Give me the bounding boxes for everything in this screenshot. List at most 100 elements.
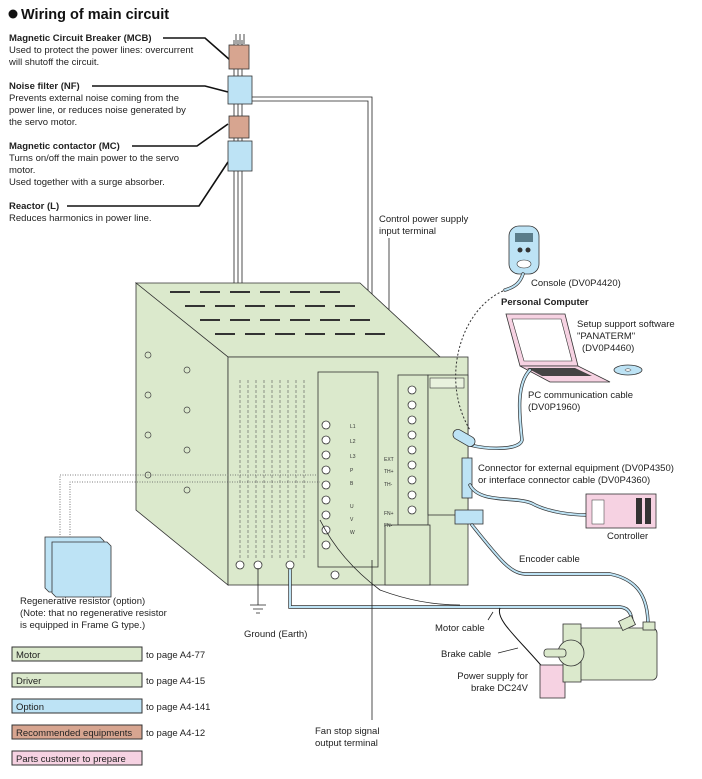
diagram-shape [384, 524, 431, 586]
brake-power-supply [539, 664, 566, 699]
diagram-shape [321, 480, 331, 490]
diagram-shape [170, 291, 385, 335]
diagram-shape [144, 391, 152, 399]
brake-power-label: Power supply for [457, 671, 528, 682]
legend-link[interactable]: to page A4-15 [146, 676, 205, 687]
nf-name: Noise filter (NF) [9, 81, 80, 92]
diagram-shape [618, 614, 636, 632]
diagram-shape [407, 430, 417, 440]
diagram-shape [253, 560, 263, 570]
diagram-shape [321, 495, 331, 505]
diagram-shape [285, 560, 295, 570]
diagram-shape [407, 505, 417, 515]
diagram-shape: Recommended equipments [16, 728, 132, 739]
diagram-shape [144, 351, 191, 494]
diagram-shape [321, 420, 331, 430]
mcb-leader [163, 37, 231, 61]
pc-cable-label: PC communication cable [528, 390, 633, 401]
fan-stop-label: output terminal [315, 738, 378, 749]
diagram-shape: P [350, 468, 354, 474]
nf-description: Noise filter (NF) Prevents external nois… [9, 81, 186, 128]
diagram-shape: Driver [16, 676, 41, 687]
diagram-shape: FN+ [384, 511, 394, 517]
diagram-shape [511, 318, 573, 362]
connector-label: Connector for external equipment (DV0P43… [478, 463, 674, 474]
diagram-shape: EXT [384, 457, 394, 463]
diagram-shape: Option [16, 702, 44, 713]
right-terminal-labels: EXT TH+ TH- FN+ FN- [384, 457, 394, 529]
diagram-shape [239, 380, 305, 560]
nf-leader [92, 85, 229, 93]
mcb-name: Magnetic Circuit Breaker (MCB) [9, 33, 152, 44]
diagram-shape [407, 415, 417, 425]
diagram-shape [503, 272, 525, 292]
diagram-shape [235, 560, 245, 570]
controller [585, 493, 657, 529]
legend-link[interactable]: to page A4-77 [146, 650, 205, 661]
diagram-shape [51, 541, 112, 598]
diagram-shape [525, 247, 531, 253]
diagram-shape [515, 233, 533, 242]
reactor-description: Reactor (L) Reduces harmonics in power l… [9, 201, 152, 224]
console-label: Console (DV0P4420) [531, 278, 621, 289]
motor-cable-label: Motor cable [435, 623, 485, 634]
console-cable-dashed [455, 290, 504, 431]
encoder-cable [471, 524, 649, 626]
driver: L1 L2 L3 P B U V W EXT TH+ TH- FN+ FN- [134, 282, 469, 586]
diagram-shape: TH- [384, 482, 393, 488]
diagram-shape [59, 474, 320, 545]
regen-label: (Note: that no regenerative resistor [20, 608, 167, 619]
setup-software-label: (DV0P4460) [582, 343, 634, 354]
setup-software-label: Setup support software [577, 319, 675, 330]
ground-label: Ground (Earth) [244, 629, 307, 640]
diagram-shape [11, 750, 143, 766]
regen-label: is equipped in Frame G type.) [20, 620, 145, 631]
legend-item-recommended: Recommended equipments to page A4-12 [11, 724, 205, 740]
legend-link[interactable]: to page A4-12 [146, 728, 205, 739]
legend-item-motor: Motor to page A4-77 [11, 646, 205, 662]
diagram-shape [144, 431, 152, 439]
diagram-shape [429, 377, 465, 389]
reactor-desc: Reduces harmonics in power line. [9, 213, 152, 224]
diagram-shape [543, 648, 567, 658]
encoder-connector [454, 509, 484, 525]
diagram-shape [321, 510, 331, 520]
diagram-shape [183, 486, 191, 494]
diagram-shape [427, 374, 469, 516]
diagram-shape [517, 247, 523, 253]
fan-stop-label: Fan stop signal [315, 726, 379, 737]
diagram-shape: Parts customer to prepare [16, 754, 126, 765]
regen-label: Regenerative resistor (option) [20, 596, 145, 607]
controller-label: Controller [607, 531, 648, 542]
legend-link[interactable]: to page A4-141 [146, 702, 210, 713]
page-title: Wiring of main circuit [21, 7, 169, 23]
interface-cable [469, 484, 589, 516]
diagram-shape [576, 627, 658, 681]
personal-computer-label: Personal Computer [501, 297, 589, 308]
nf-desc: the servo motor. [9, 117, 77, 128]
mc-leader [132, 123, 229, 147]
diagram-shape [636, 498, 642, 524]
diagram-shape [330, 570, 340, 580]
diagram-shape [319, 519, 461, 606]
diagram-shape [11, 724, 143, 740]
diagram-shape: V [350, 517, 354, 523]
mc-name: Magnetic contactor (MC) [9, 141, 120, 152]
pc-connector [452, 429, 476, 447]
diagram-shape [407, 490, 417, 500]
mc-desc: Used together with a surge absorber. [9, 177, 165, 188]
laptop [505, 313, 611, 383]
diagram-shape [487, 611, 494, 621]
control-power-label: input terminal [379, 226, 436, 237]
ground-icon [250, 568, 266, 614]
nf-desc: power line, or reduces noise generated b… [9, 105, 186, 116]
diagram-shape: Motor [16, 650, 40, 661]
diagram-shape [645, 498, 651, 524]
diagram-shape [407, 460, 417, 470]
left-terminal-labels: L1 L2 L3 P B U V W [350, 424, 356, 536]
reactor-component [227, 140, 253, 172]
diagram-shape [321, 450, 331, 460]
diagram-shape: U [350, 504, 354, 510]
diagram-shape: L1 [350, 424, 356, 430]
diagram-shape: L2 [350, 439, 356, 445]
